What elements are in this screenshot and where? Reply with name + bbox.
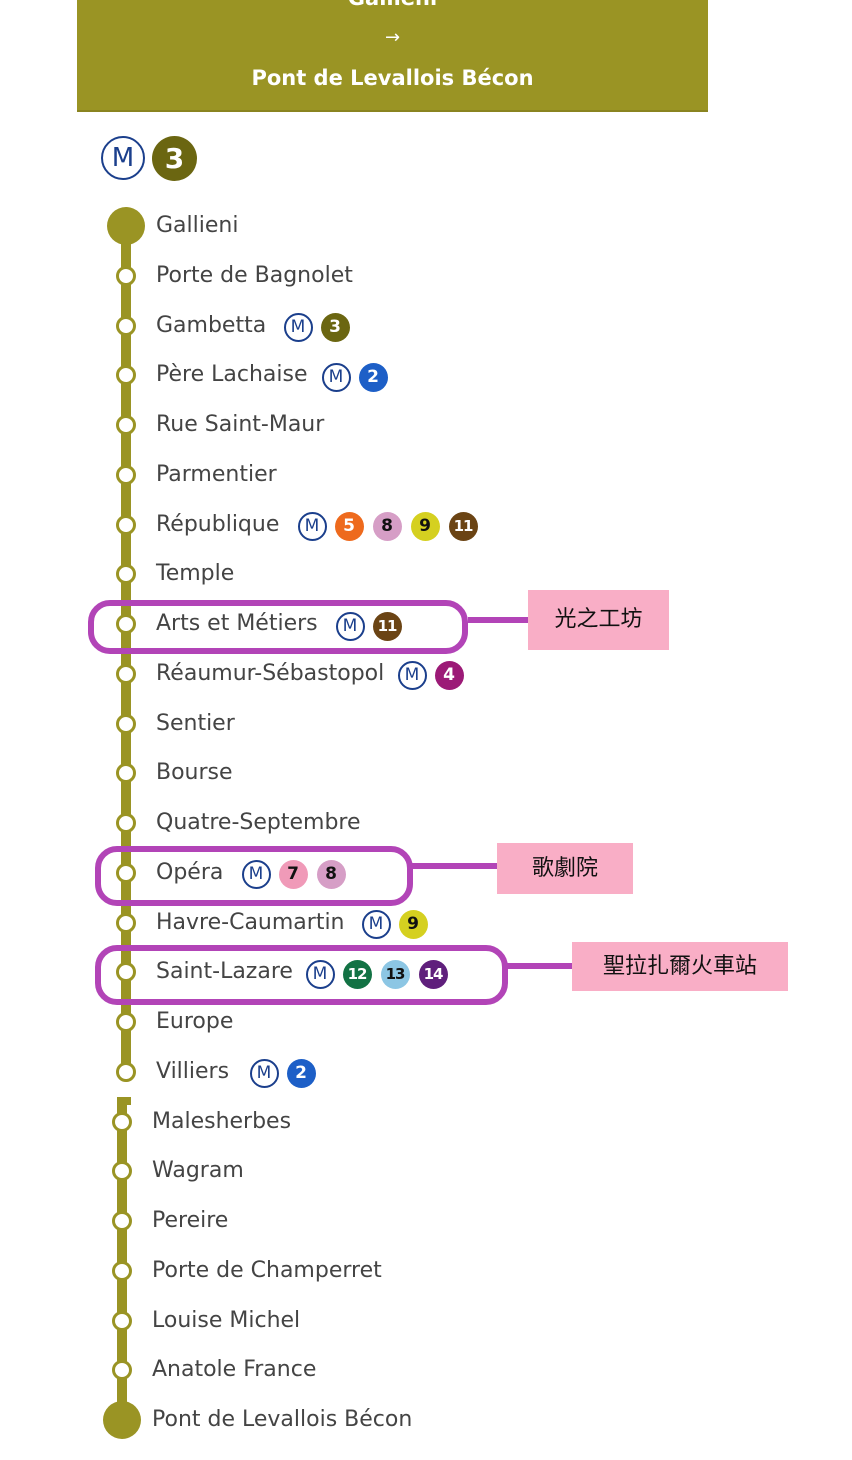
- station-stop-marker: [116, 1012, 136, 1032]
- metro-logo-icon: M: [397, 661, 427, 691]
- line-badge-7: 7: [278, 860, 308, 890]
- line-badge-12: 12: [342, 959, 372, 989]
- station-stop-marker: [116, 415, 136, 435]
- line-badge-11: 11: [372, 611, 402, 641]
- station-name: Père Lachaise: [156, 362, 308, 388]
- station-stop-marker: [112, 1111, 132, 1132]
- station-stop-marker: [116, 265, 136, 286]
- station-stop-marker: [116, 1061, 136, 1082]
- highlight-connector: [468, 617, 530, 623]
- station-name: Réaumur-Sébastopol: [156, 660, 385, 686]
- station-stop-marker: [116, 813, 136, 833]
- station-name: Porte de Bagnolet: [156, 262, 353, 288]
- station-stop-marker: [116, 514, 136, 535]
- metro-logo-icon: M: [101, 136, 145, 180]
- station-name: Gambetta: [156, 312, 267, 338]
- station-name: Louise Michel: [152, 1307, 301, 1333]
- station-name: Pereire: [152, 1208, 229, 1233]
- route-destination: Pont de Levallois Bécon: [251, 66, 534, 90]
- route-header: Gallieni → Pont de Levallois Bécon: [77, 0, 708, 112]
- line-track-step: [117, 1097, 131, 1105]
- metro-logo-icon: M: [241, 860, 271, 890]
- metro-logo-icon: M: [283, 313, 313, 342]
- station-stop-marker: [116, 564, 136, 585]
- station-name: Bourse: [156, 760, 233, 786]
- line-number-badge: 3: [152, 136, 197, 181]
- station-name: Arts et Métiers: [156, 611, 318, 636]
- route-origin: Gallieni: [77, 0, 708, 10]
- highlight-box: [95, 846, 413, 906]
- highlight-connector: [506, 963, 574, 969]
- annotation-label: 光之工坊: [528, 590, 669, 650]
- metro-logo-icon: M: [305, 959, 335, 989]
- station-name: Rue Saint-Maur: [156, 412, 325, 437]
- station-stop-marker: [116, 365, 136, 386]
- metro-logo-icon: M: [335, 611, 365, 641]
- highlight-box: [88, 600, 468, 654]
- station-name: Gallieni: [156, 213, 239, 238]
- station-stop-marker: [116, 763, 136, 784]
- station-stop-marker: [112, 1161, 132, 1182]
- line-badge-13: 13: [380, 959, 410, 989]
- station-name: Pont de Levallois Bécon: [152, 1407, 413, 1432]
- station-stop-marker: [116, 862, 136, 883]
- line-badge-3: 3: [320, 313, 350, 342]
- line-badge-11: 11: [448, 512, 478, 541]
- station-name: Malesherbes: [152, 1108, 292, 1134]
- line-badge-14: 14: [418, 959, 448, 989]
- station-name: Sentier: [156, 710, 235, 736]
- line-badge-8: 8: [316, 860, 346, 890]
- station-stop-marker: [116, 614, 136, 634]
- station-name: République: [156, 511, 280, 537]
- line-badge-2: 2: [286, 1059, 316, 1089]
- station-name: Europe: [156, 1009, 234, 1034]
- station-name: Anatole France: [152, 1357, 317, 1383]
- station-name: Quatre-Septembre: [156, 810, 361, 835]
- line-badge-4: 4: [434, 661, 464, 691]
- station-stop-marker: [112, 1310, 132, 1331]
- station-name: Porte de Champerret: [152, 1257, 382, 1283]
- line-badge-9: 9: [398, 910, 428, 939]
- station-stop-marker: [112, 1360, 132, 1381]
- annotation-label: 歌劇院: [497, 843, 633, 894]
- metro-logo-icon: M: [297, 512, 327, 541]
- station-stop-marker: [116, 962, 136, 983]
- highlight-box: [95, 945, 508, 1005]
- station-stop-marker: [116, 315, 136, 336]
- station-name: Opéra: [156, 859, 224, 885]
- station-stop-marker: [116, 464, 136, 485]
- station-name: Villiers: [156, 1058, 230, 1084]
- station-name: Temple: [156, 561, 235, 587]
- line-badge-2: 2: [358, 362, 388, 392]
- annotation-label: 聖拉扎爾火車站: [572, 942, 788, 991]
- station-name: Havre-Caumartin: [156, 909, 345, 935]
- station-name: Parmentier: [156, 461, 277, 487]
- route-direction-arrow: →: [384, 27, 401, 48]
- station-name: Wagram: [152, 1158, 244, 1184]
- metro-logo-icon: M: [321, 362, 351, 392]
- station-stop-marker: [116, 713, 136, 734]
- line-badge-5: 5: [334, 512, 364, 541]
- line-badge-8: 8: [372, 512, 402, 541]
- station-stop-marker: [116, 663, 136, 684]
- highlight-connector: [411, 863, 499, 869]
- line-badge-9: 9: [410, 512, 440, 541]
- metro-logo-icon: M: [249, 1059, 279, 1089]
- station-name: Saint-Lazare: [156, 959, 293, 985]
- station-stop-marker: [112, 1260, 132, 1281]
- metro-logo-icon: M: [361, 910, 391, 939]
- terminus-marker: [107, 207, 145, 245]
- station-stop-marker: [116, 912, 136, 933]
- station-stop-marker: [112, 1211, 132, 1231]
- terminus-marker: [103, 1401, 141, 1439]
- line-track: [121, 222, 131, 1072]
